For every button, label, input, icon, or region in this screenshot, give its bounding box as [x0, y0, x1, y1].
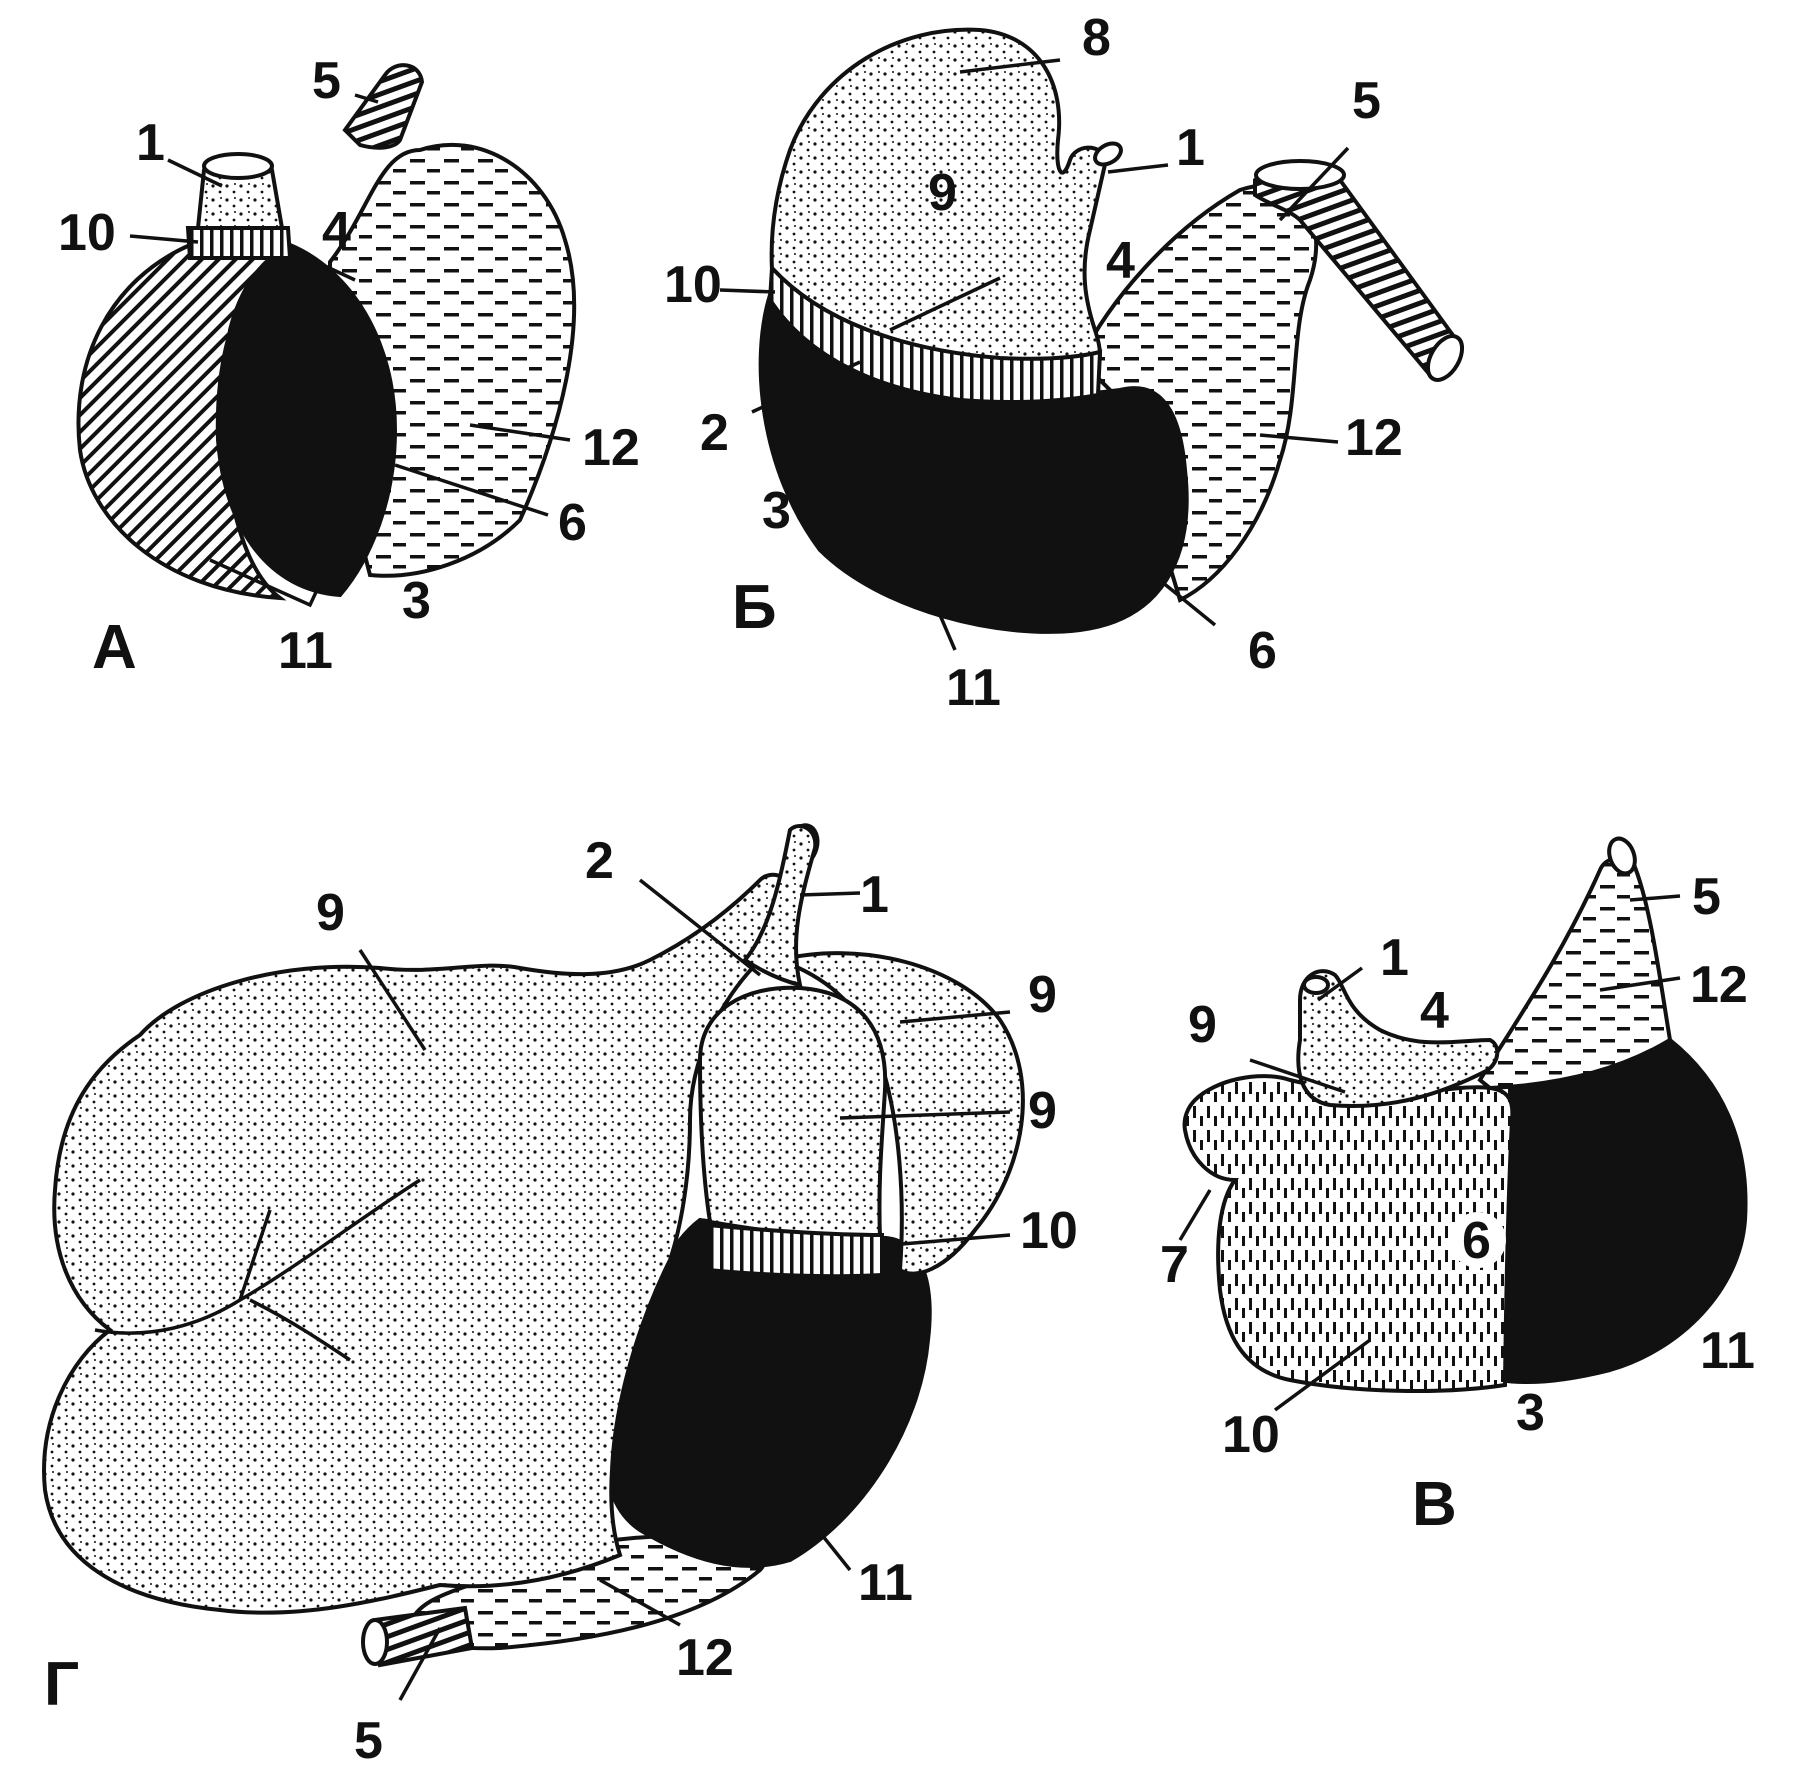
panel-a-duodenum-opening [202, 152, 274, 180]
panel-v-label-9: 9 [1188, 996, 1217, 1054]
panel-b-label-12: 12 [1345, 409, 1403, 467]
panel-v-label-5: 5 [1692, 868, 1721, 926]
panel-v-duodenal-region [1296, 969, 1500, 1108]
panel-g-fold [94, 1178, 421, 1362]
panel-v-label-7: 7 [1160, 1236, 1189, 1294]
panel-g-label-1: 1 [860, 866, 889, 924]
panel-v-label-12: 12 [1690, 956, 1748, 1014]
panel-b-label-10: 10 [664, 256, 722, 314]
panel-g: 9 2 1 9 9 10 11 12 5 Г [42, 823, 1078, 1770]
panel-g-leader-1 [799, 891, 861, 897]
panel-g-leader-12 [599, 1578, 681, 1627]
panel-a-leader-12 [469, 423, 571, 442]
panel-a-label-1: 1 [136, 114, 165, 172]
panel-g-label-5: 5 [354, 1712, 383, 1770]
panel-b-cardiac-region [1077, 183, 1319, 603]
panel-g-label-11: 11 [858, 1554, 913, 1612]
panel-b-label-1: 1 [1176, 119, 1205, 177]
panel-a-label-6: 6 [558, 494, 587, 552]
panel-b-leader-9 [889, 276, 1001, 332]
panel-b-label-8: 8 [1082, 9, 1111, 67]
panel-v-label-3: 3 [1516, 1384, 1545, 1442]
panel-v-label-1: 1 [1380, 929, 1409, 987]
panel-a-label-4: 4 [322, 202, 351, 260]
panel-a-label-11: 11 [278, 622, 333, 680]
panel-a-esophagus-stub [342, 63, 425, 150]
panel-a-label-3: 3 [402, 572, 431, 630]
panel-g-leader-5 [398, 1627, 442, 1701]
panel-a-label-12: 12 [582, 419, 640, 477]
panel-b-leader-10 [719, 288, 776, 294]
panel-a-leader-5 [354, 93, 379, 104]
panel-v-leader-9 [1249, 1058, 1346, 1094]
panel-g-letter: Г [44, 1650, 79, 1719]
panel-g-label-9a: 9 [316, 884, 345, 942]
panel-b-pylorus-band [767, 263, 1103, 405]
panel-a-letter: А [92, 613, 137, 682]
panel-g-leader-11 [808, 1518, 852, 1572]
panel-g-leader-9a [358, 949, 427, 1051]
panel-b-leader-12 [1259, 433, 1339, 444]
panel-a-leader-1 [167, 158, 223, 188]
panel-b-leader-8 [959, 58, 1061, 74]
panel-a-leader-4 [324, 264, 356, 282]
panel-b-leader-6 [1133, 558, 1217, 627]
panel-a-fundic-region [215, 242, 398, 598]
panel-g-label-9c: 9 [1028, 1082, 1057, 1140]
panel-b-letter: Б [732, 573, 777, 642]
panel-b-label-11: 11 [946, 659, 1001, 717]
panel-g-main-pyloric-mass [42, 872, 793, 1615]
panel-b-label-5: 5 [1352, 72, 1381, 130]
panel-b-duodenum-opening [1093, 141, 1123, 167]
panel-v-label-10: 10 [1222, 1406, 1280, 1464]
panel-g-leader-9c [839, 1110, 1011, 1120]
panel-g-duodenum [742, 824, 818, 988]
panel-g-pylorus-band [706, 1222, 884, 1279]
panel-v-label-6: 6 [1462, 1212, 1491, 1270]
panel-g-label-10: 10 [1020, 1202, 1078, 1260]
panel-v-label-6-badge [1450, 1212, 1506, 1268]
panel-b-leader-5 [1278, 146, 1350, 222]
panel-g-leader-10 [889, 1233, 1011, 1247]
panel-g-leader-9b [899, 1010, 1011, 1024]
panel-v-letter: В [1412, 1470, 1457, 1539]
panel-v-leader-1 [1316, 966, 1364, 1002]
panel-a: 1 10 5 4 12 6 3 11 А [58, 52, 640, 682]
panel-b: 8 1 5 9 4 10 2 12 3 6 11 Б [664, 9, 1465, 717]
panel-v-leader-12 [1599, 976, 1681, 992]
panel-v-label-11: 11 [1700, 1322, 1755, 1380]
panel-b-label-3: 3 [762, 482, 791, 540]
panel-v-cardiac-region [1477, 855, 1673, 1091]
panel-a-pylorus-band [185, 226, 293, 260]
panel-g-leader-2 [638, 878, 762, 977]
panel-b-leader-2 [751, 360, 861, 414]
panel-v-esophagus-opening [1607, 836, 1637, 876]
panel-a-leader-11 [209, 529, 347, 608]
panel-b-leader-1 [1107, 163, 1169, 174]
panel-v-duodenum-opening [1302, 975, 1330, 995]
panel-v-label-4: 4 [1420, 982, 1449, 1040]
panel-g-label-9b: 9 [1028, 966, 1057, 1024]
panel-b-esophagus-opening [1254, 159, 1346, 191]
panel-b-label-9: 9 [928, 164, 957, 222]
panel-g-esophagus-opening [361, 1618, 389, 1666]
panel-v-leader-5 [1629, 894, 1681, 902]
panel-g-label-12: 12 [676, 1629, 734, 1687]
panel-b-label-6: 6 [1248, 622, 1277, 680]
panel-v-leader-10 [1273, 1338, 1372, 1412]
panel-a-leader-6 [394, 463, 549, 517]
panel-b-leader-11 [938, 614, 957, 651]
panel-g-center-lobe [697, 985, 888, 1241]
panel-a-label-5: 5 [312, 52, 341, 110]
panel-a-label-10: 10 [58, 204, 116, 262]
panel-b-label-2: 2 [700, 404, 729, 462]
panel-b-esophagus-end [1425, 334, 1465, 382]
panel-v-leader-11 [1670, 1189, 1702, 1311]
panel-v-leader-7 [1178, 1189, 1212, 1241]
panel-b-label-4: 4 [1106, 232, 1135, 290]
panel-a-leader-10 [129, 234, 199, 244]
panel-g-label-2: 2 [585, 832, 614, 890]
panel-v: 5 1 12 9 4 6 7 11 10 3 В [1160, 836, 1755, 1539]
